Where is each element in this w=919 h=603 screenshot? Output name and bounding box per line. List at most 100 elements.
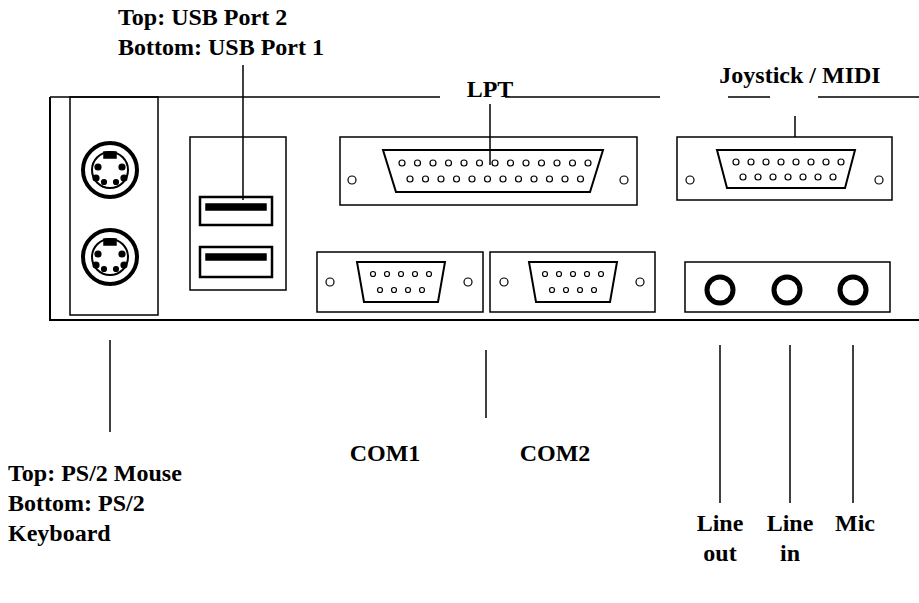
pin [427, 272, 432, 277]
lpt-housing [340, 137, 637, 205]
pin [399, 160, 405, 166]
leader-line [789, 345, 791, 503]
com1-housing [317, 252, 483, 312]
pin [550, 288, 555, 293]
pin [121, 175, 127, 181]
pin [392, 288, 397, 293]
leader-line [485, 350, 487, 418]
pin [464, 278, 472, 286]
pin [477, 160, 483, 166]
pin [578, 288, 583, 293]
audio-housing [685, 262, 890, 312]
pin [385, 272, 390, 277]
pin [413, 272, 418, 277]
pin [585, 160, 591, 166]
pin [564, 288, 569, 293]
pin [778, 159, 784, 165]
pin [407, 176, 413, 182]
pin [406, 288, 411, 293]
callout-label: COM2 [510, 438, 600, 468]
usb-contacts [206, 254, 266, 260]
usb-port-2 [200, 197, 272, 225]
pin [838, 159, 844, 165]
line-in-jack [774, 277, 800, 303]
line-out-jack [707, 277, 733, 303]
joystick-connector [717, 150, 855, 188]
pin [620, 176, 628, 184]
lpt-connector [383, 150, 603, 192]
pin [571, 272, 576, 277]
pin [102, 267, 107, 272]
pin [119, 251, 125, 257]
pin [554, 160, 560, 166]
pin [823, 159, 829, 165]
pin [446, 160, 452, 166]
pin [539, 160, 545, 166]
pin [438, 176, 444, 182]
pin [430, 160, 436, 166]
pin [785, 174, 791, 180]
callout-label: Top: USB Port 2 [118, 2, 378, 32]
mic-jack [840, 277, 866, 303]
pin [119, 164, 125, 170]
callout-label: Line in [758, 508, 822, 568]
pin [423, 176, 429, 182]
pin [508, 160, 514, 166]
pin [500, 278, 508, 286]
callout-label: LPT [440, 74, 540, 104]
pin [121, 262, 127, 268]
callout-label: Bottom: USB Port 1 [118, 32, 378, 62]
pin [102, 180, 107, 185]
pin [454, 176, 460, 182]
com1-connector [357, 262, 445, 302]
usb-housing [190, 137, 286, 290]
callout-label: Bottom: PS/2 Keyboard [8, 488, 188, 548]
connector-pins [93, 159, 883, 293]
callout-label: Line out [685, 508, 755, 568]
callout-label: Top: PS/2 Mouse [8, 458, 258, 488]
pin [686, 176, 694, 184]
pin [93, 262, 99, 268]
pin [500, 176, 506, 182]
pin [492, 160, 498, 166]
pin [547, 176, 553, 182]
leader-line [489, 104, 491, 165]
pin [808, 159, 814, 165]
pin [815, 174, 821, 180]
callout-label: Joystick / MIDI [690, 60, 910, 90]
pin [599, 272, 604, 277]
pin [485, 176, 491, 182]
pin [830, 174, 836, 180]
leader-line [852, 345, 854, 503]
pin [326, 278, 334, 286]
pin [114, 267, 119, 272]
pin [93, 175, 99, 181]
pin [740, 174, 746, 180]
usb-contacts [206, 204, 266, 210]
pin [636, 278, 644, 286]
pin [875, 176, 883, 184]
pin [592, 288, 597, 293]
pin [516, 176, 522, 182]
usb-port-1 [200, 247, 272, 277]
com2-connector [529, 262, 617, 302]
pin [800, 174, 806, 180]
pin [523, 160, 529, 166]
pin [763, 159, 769, 165]
pin [114, 180, 119, 185]
ps2-housing [70, 97, 158, 315]
pin [348, 176, 356, 184]
pin [570, 160, 576, 166]
pin [748, 159, 754, 165]
pin [461, 160, 467, 166]
pin [415, 160, 421, 166]
leader-line [719, 345, 721, 503]
callout-label: COM1 [340, 438, 430, 468]
pin [755, 174, 761, 180]
pin [531, 176, 537, 182]
pin [371, 272, 376, 277]
panel-outline [50, 97, 919, 320]
com2-housing [490, 252, 655, 312]
pin [399, 272, 404, 277]
pin [95, 164, 101, 170]
